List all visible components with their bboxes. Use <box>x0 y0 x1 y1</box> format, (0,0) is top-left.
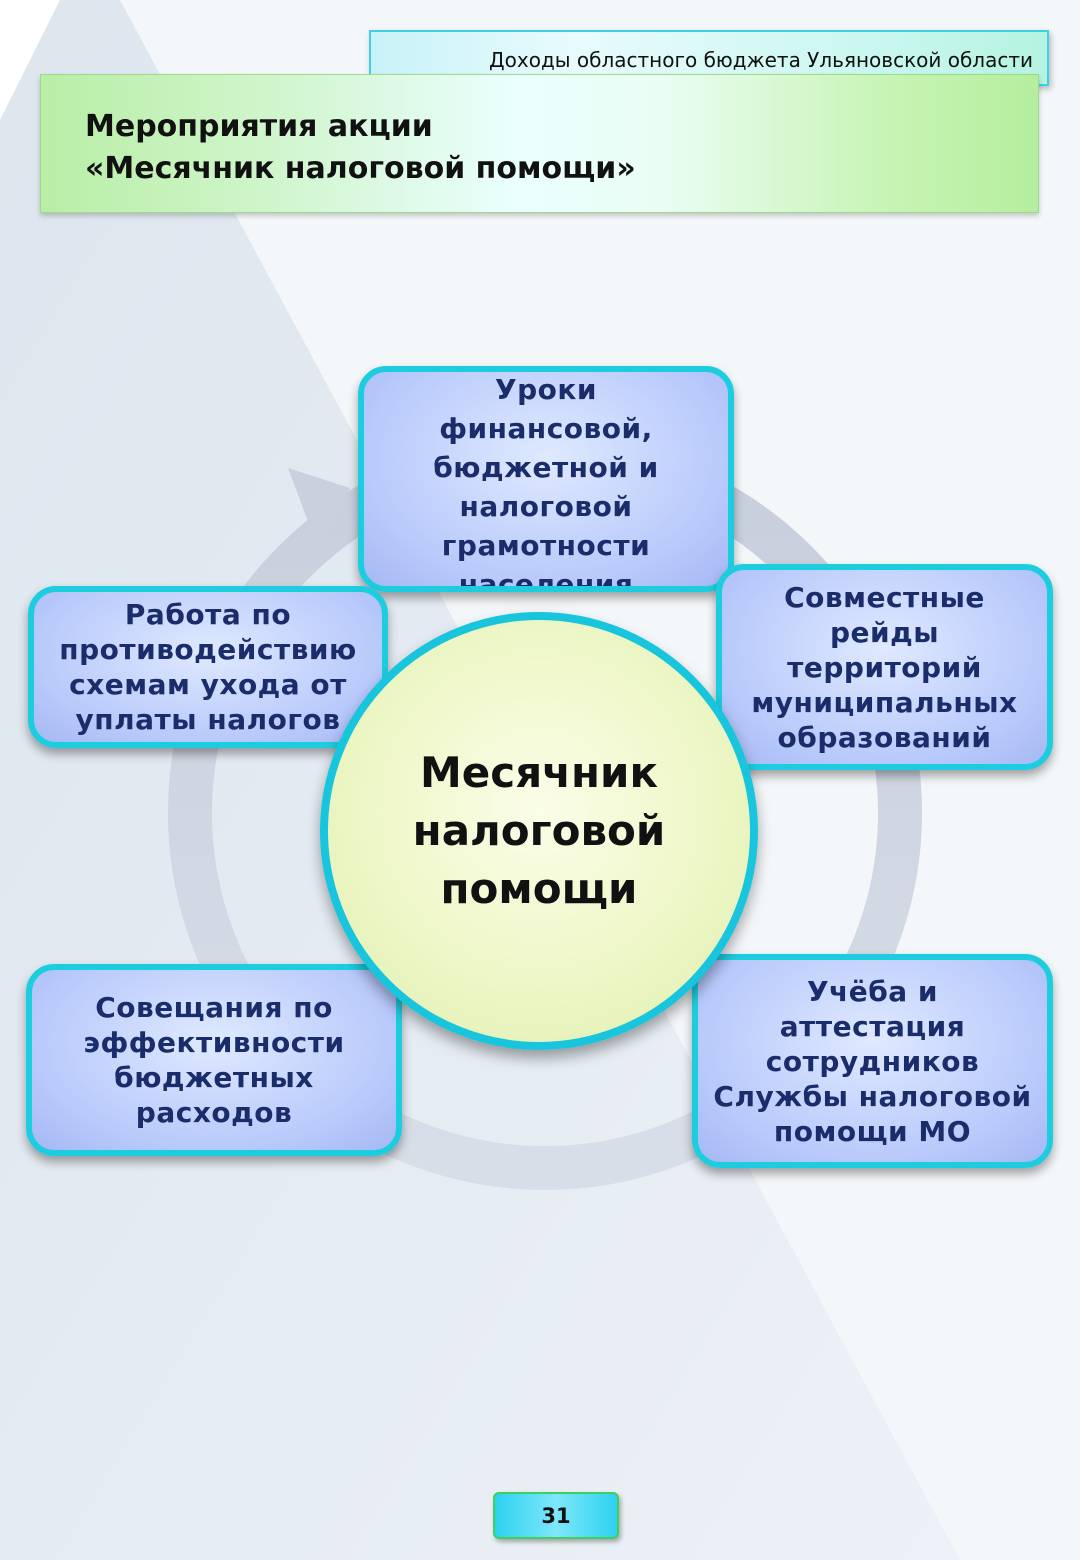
node-budget-efficiency-meetings: Совещания по эффективности бюджетных рас… <box>26 964 402 1156</box>
page-number: 31 <box>541 1503 571 1528</box>
header-text: Доходы областного бюджета Ульяновской об… <box>489 48 1033 72</box>
node-line: противодействию <box>59 633 357 666</box>
page-number-badge: 31 <box>493 1492 619 1539</box>
node-line: муниципальных <box>751 685 1018 719</box>
node-line: схемам ухода от <box>69 668 347 701</box>
node-line: бюджетных <box>114 1061 314 1094</box>
node-financial-literacy-lessons: Уроки финансовой, бюджетной и налоговой … <box>358 366 734 592</box>
title-line-2: «Месячник налоговой помощи» <box>85 151 636 186</box>
node-line: Работа по <box>124 598 292 631</box>
node-line: уплаты налогов <box>75 703 341 736</box>
center-line: налоговой <box>412 806 666 855</box>
node-joint-raids: Совместные рейды территорий муниципальны… <box>716 564 1053 770</box>
node-line: Уроки <box>494 373 597 406</box>
node-line: бюджетной и <box>433 451 659 484</box>
node-staff-training: Учёба и аттестация сотрудников Службы на… <box>692 954 1053 1168</box>
node-line: финансовой, <box>439 412 653 445</box>
node-line: сотрудников <box>765 1044 980 1078</box>
title-line-1: Мероприятия акции <box>85 109 433 144</box>
node-line: Службы налоговой <box>713 1079 1032 1113</box>
node-line: Совместные <box>784 580 985 614</box>
node-line: эффективности <box>83 1026 345 1059</box>
center-line: Месячник <box>420 748 658 797</box>
node-line: Совещания по <box>95 991 333 1024</box>
node-line: грамотности <box>441 529 651 562</box>
node-anti-evasion-work: Работа по противодействию схемам ухода о… <box>28 586 388 748</box>
node-line: рейды <box>829 615 940 649</box>
node-line: аттестация <box>779 1009 966 1043</box>
node-line: налоговой <box>459 490 633 523</box>
title-box: Мероприятия акции «Месячник налоговой по… <box>40 74 1039 213</box>
cycle-arrowhead-icon <box>288 468 350 548</box>
node-line: населения <box>458 568 634 592</box>
center-line: помощи <box>440 864 638 913</box>
node-line: расходов <box>135 1096 293 1129</box>
center-circle: Месячник налоговой помощи <box>320 612 758 1050</box>
node-line: территорий <box>787 650 982 684</box>
node-line: помощи МО <box>773 1114 972 1148</box>
node-line: Учёба и <box>806 974 939 1008</box>
node-line: образований <box>777 720 992 754</box>
